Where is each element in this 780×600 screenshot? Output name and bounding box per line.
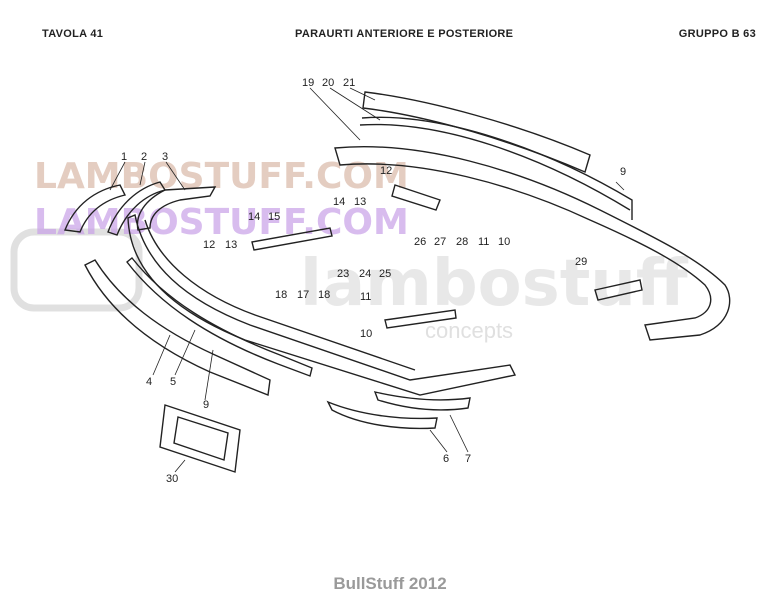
watermark-text-2: LAMBOSTUFF.COM [34, 202, 409, 243]
part-30-inner [173, 416, 229, 461]
part-label: 3 [162, 151, 168, 163]
part-label: 9 [203, 399, 209, 411]
part-label: 13 [225, 239, 237, 251]
part-label: 2 [141, 151, 147, 163]
part-label: 18 [275, 289, 287, 301]
watermark-logo [10, 228, 143, 312]
part-2-shape [107, 181, 167, 236]
part-label: 24 [359, 268, 371, 280]
part-label: 13 [354, 196, 366, 208]
part-29-bracket [594, 279, 643, 301]
part-1-shape [64, 184, 127, 233]
part-label: 14 [333, 196, 345, 208]
part-label: 12 [203, 239, 215, 251]
front-bumper-edge [144, 219, 416, 371]
part-label: 9 [620, 166, 626, 178]
part-label: 20 [322, 77, 334, 89]
part-label: 25 [379, 268, 391, 280]
part-6-shape [326, 400, 438, 430]
watermark: LAMBOSTUFF.COM LAMBOSTUFF.COM lambostuff… [10, 156, 689, 343]
part-7-shape [373, 391, 471, 411]
part-3-shape [136, 186, 217, 231]
front-bumper-shape [127, 214, 517, 396]
part-5-shape [126, 257, 313, 377]
part-28-bracket [391, 184, 441, 211]
part-label: 12 [380, 165, 392, 177]
watermark-text-1: LAMBOSTUFF.COM [34, 156, 409, 197]
part-label: 10 [498, 236, 510, 248]
part-label: 18 [318, 289, 330, 301]
rear-bumper-shape [334, 146, 731, 341]
part-label: 11 [360, 291, 371, 303]
part-labels: 1 2 3 12 13 14 15 19 20 21 14 13 12 9 26… [121, 77, 626, 485]
part-label: 19 [302, 77, 314, 89]
part-21-shape [362, 91, 591, 173]
part-label: 23 [337, 268, 349, 280]
part-label: 6 [443, 453, 449, 465]
bracket-center [384, 309, 457, 329]
part-20-strip-b [361, 116, 633, 220]
bumper-parts [64, 91, 731, 473]
part-label: 7 [465, 453, 471, 465]
group-code: GRUPPO B 63 [678, 28, 756, 40]
part-label: 4 [146, 376, 152, 388]
part-label: 29 [575, 256, 587, 268]
watermark-brand: lambostuff [300, 247, 689, 321]
part-30-shape [159, 404, 241, 473]
part-label: 28 [456, 236, 468, 248]
part-4-shape [84, 259, 271, 396]
leader-lines [109, 87, 625, 473]
part-label: 26 [414, 236, 426, 248]
part-label: 5 [170, 376, 176, 388]
footer-credit: BullStuff 2012 [333, 574, 447, 593]
part-label: 15 [268, 211, 280, 223]
part-label: 27 [434, 236, 446, 248]
table-number: TAVOLA 41 [42, 28, 104, 40]
part-20-strip [359, 123, 631, 211]
part-label: 1 [121, 151, 127, 163]
part-label: 17 [297, 289, 309, 301]
part-label: 14 [248, 211, 260, 223]
part-label: 21 [343, 77, 355, 89]
part-15-bracket [251, 227, 333, 251]
part-label: 10 [360, 328, 372, 340]
diagram-title: PARAURTI ANTERIORE E POSTERIORE [295, 28, 514, 40]
part-label: 11 [478, 236, 489, 248]
watermark-concepts: concepts [425, 318, 513, 343]
part-label: 30 [166, 473, 178, 485]
